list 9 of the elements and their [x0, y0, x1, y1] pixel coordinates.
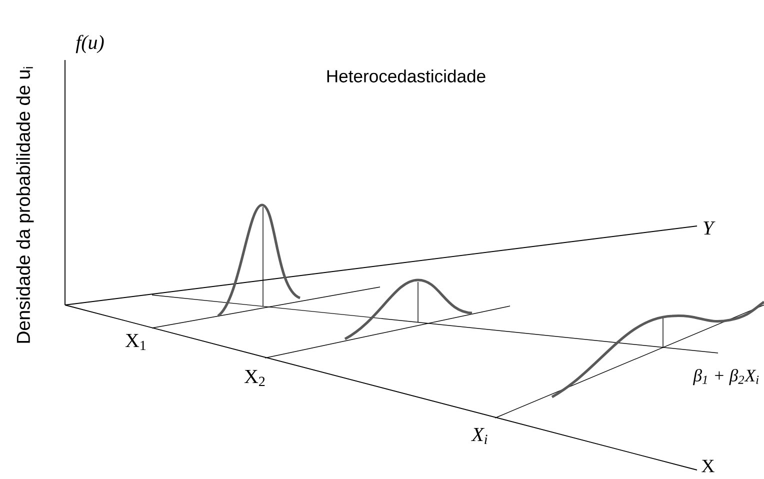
tick-label: X$_{2}$ — [244, 370, 265, 386]
line-label: β$_{1}$ + β$_{2}$X$_{i}$ — [692, 368, 759, 386]
chart-title: Heterocedasticidade — [327, 70, 486, 82]
tick-label: X$_{1}$ — [125, 334, 146, 350]
axis-label: f(u) — [76, 34, 104, 54]
axis-label: Densidade da probabilidade de u$_{i}$ — [16, 67, 34, 343]
tick-label: X$_{i}$ — [471, 428, 488, 444]
axis-label: X — [702, 460, 714, 472]
axis-label: Y — [704, 221, 716, 235]
